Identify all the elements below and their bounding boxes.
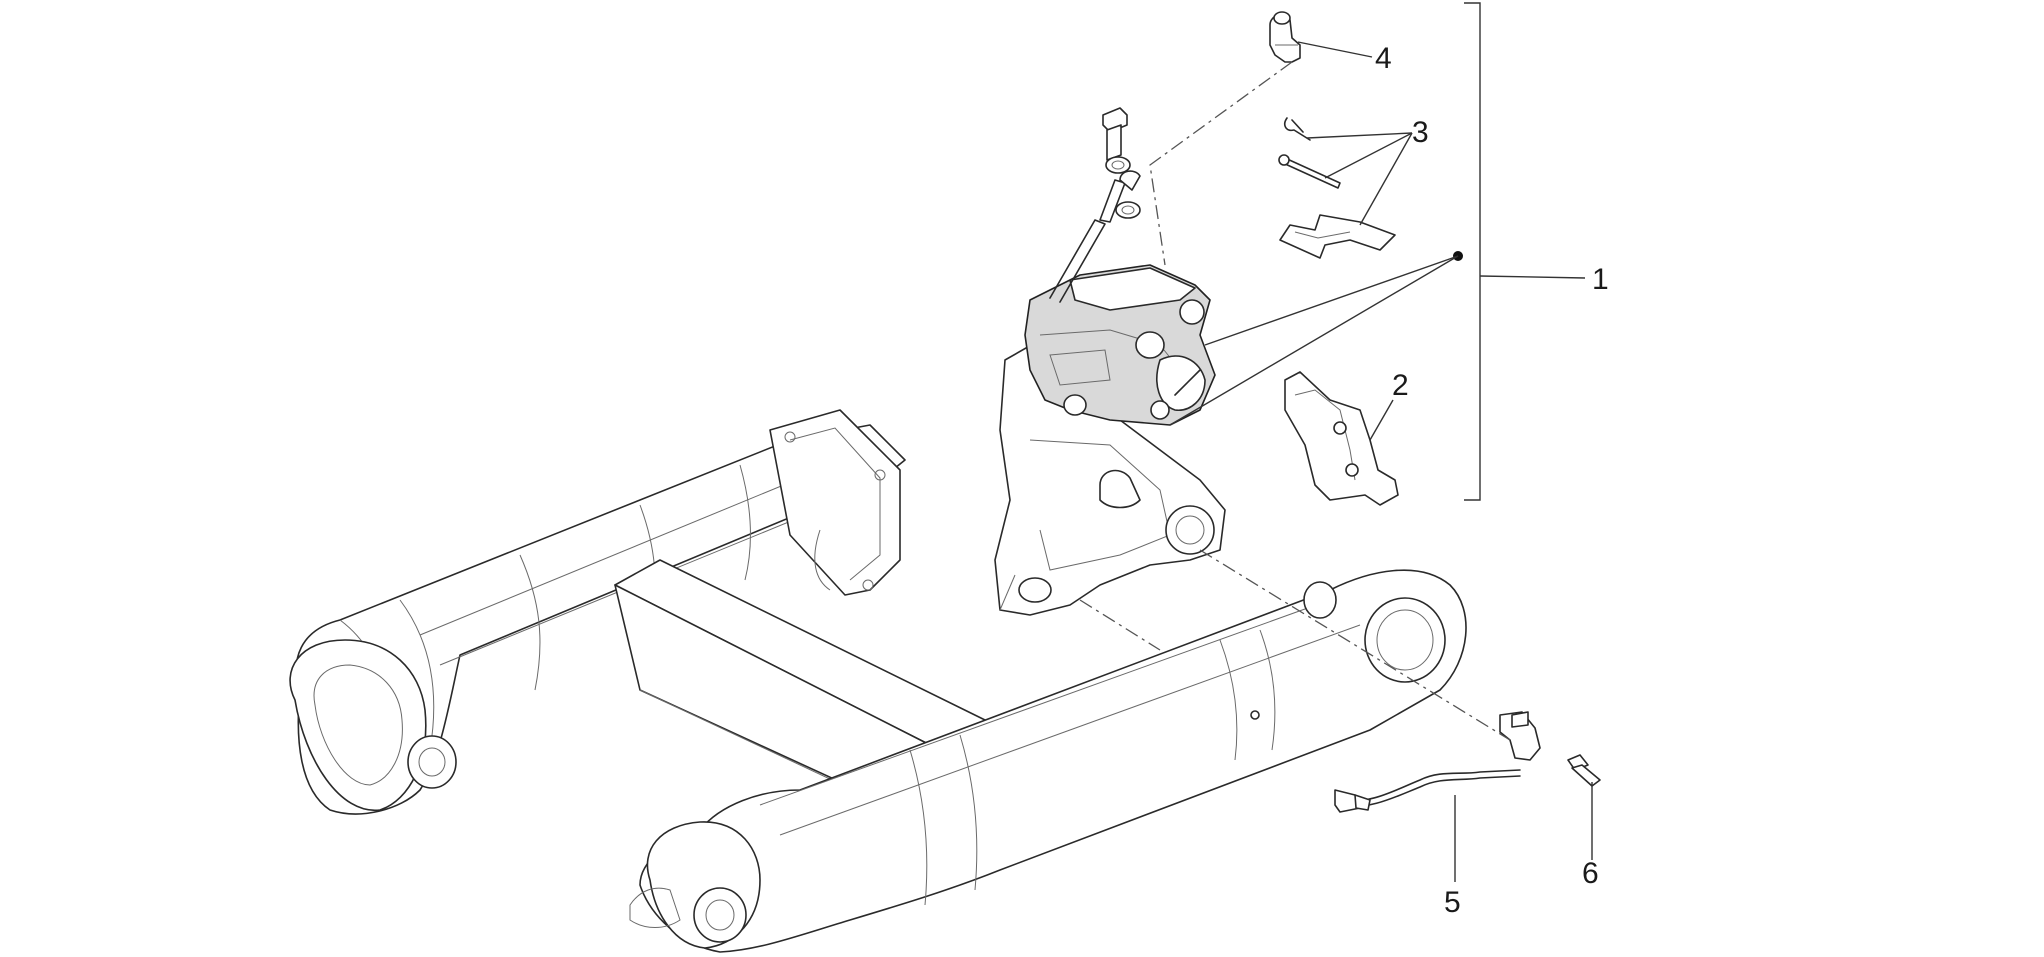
caliper-bracket bbox=[994, 339, 1226, 616]
sensor-screw bbox=[1567, 754, 1601, 787]
wheel-speed-sensor bbox=[1334, 711, 1541, 813]
assembly-lines bbox=[1079, 61, 1511, 741]
banjo-fittings bbox=[1049, 107, 1141, 303]
leader-lines bbox=[1169, 2, 1593, 882]
brake-pads bbox=[1284, 371, 1399, 506]
callout-3: 3 bbox=[1412, 116, 1429, 149]
callout-1: 1 bbox=[1592, 263, 1609, 296]
pad-retainer-parts bbox=[1278, 117, 1396, 259]
callout-labels: 1 2 3 4 5 6 bbox=[1375, 42, 1609, 919]
callout-5: 5 bbox=[1444, 886, 1461, 919]
callout-2: 2 bbox=[1392, 369, 1409, 402]
callout-6: 6 bbox=[1582, 857, 1599, 890]
swingarm bbox=[289, 409, 1467, 953]
brake-caliper bbox=[1024, 264, 1216, 426]
callout-4: 4 bbox=[1375, 42, 1392, 75]
bleed-valve bbox=[1269, 11, 1301, 63]
